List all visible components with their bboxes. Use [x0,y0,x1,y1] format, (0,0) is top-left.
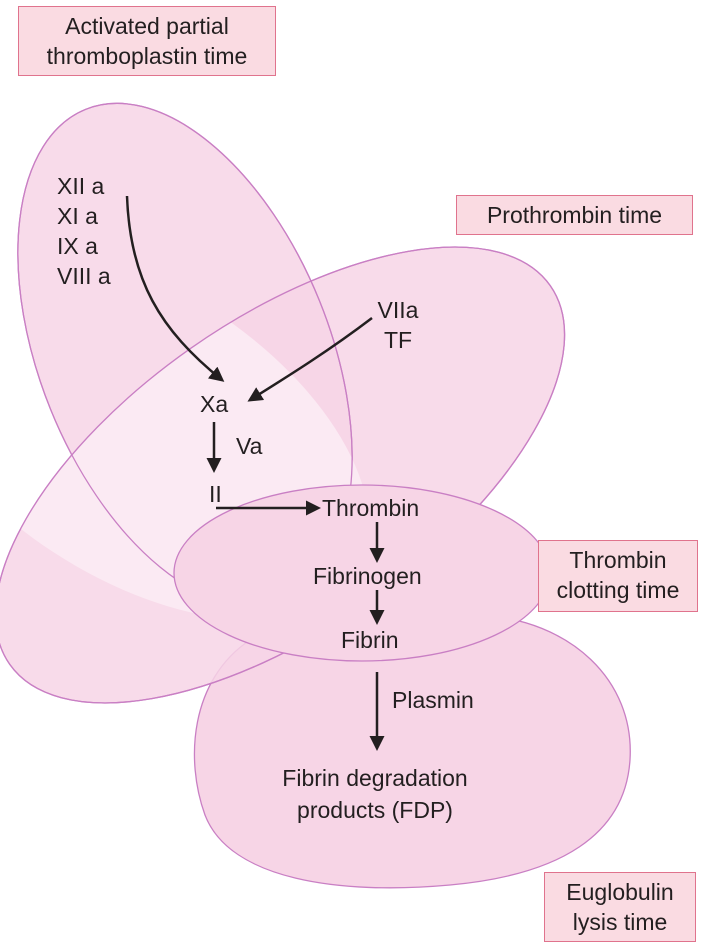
fdp-line2: products (FDP) [297,797,453,823]
arrow-intrinsic-to-xa [125,195,225,382]
aptt-label-line1: Activated partial [65,13,229,39]
arrow-extrinsic-to-xa [247,317,373,402]
euglobulin-line2: lysis time [572,909,668,935]
euglobulin-line1: Euglobulin [566,879,674,905]
factor-xa: Xa [200,391,229,417]
factor-xiia: XII a [57,173,105,199]
factor-va: Va [236,433,263,459]
prothrombin-label-text: Prothrombin time [486,202,663,228]
thrombin-clotting-label: Thrombin clotting time [538,540,698,612]
factor-ixa: IX a [57,233,98,259]
prothrombin-label: Prothrombin time [456,195,693,235]
factor-viiia: VIII a [57,263,111,289]
plasmin-text: Plasmin [392,687,474,713]
factor-tf: TF [383,327,413,353]
aptt-label: Activated partial thromboplastin time [18,6,276,76]
thrombin-clotting-line1: Thrombin [569,547,667,573]
euglobulin-label: Euglobulin lysis time [544,872,696,942]
fibrinogen-text: Fibrinogen [313,563,422,589]
thrombin-clotting-line2: clotting time [556,577,680,603]
thrombin-text: Thrombin [322,495,420,521]
aptt-label-line2: thromboplastin time [46,43,248,69]
factor-viia: VIIa [377,297,419,323]
fibrin-text: Fibrin [341,627,399,653]
factor-xia: XI a [57,203,98,229]
fdp-line1: Fibrin degradation [282,765,468,791]
factor-ii: II [209,481,222,507]
